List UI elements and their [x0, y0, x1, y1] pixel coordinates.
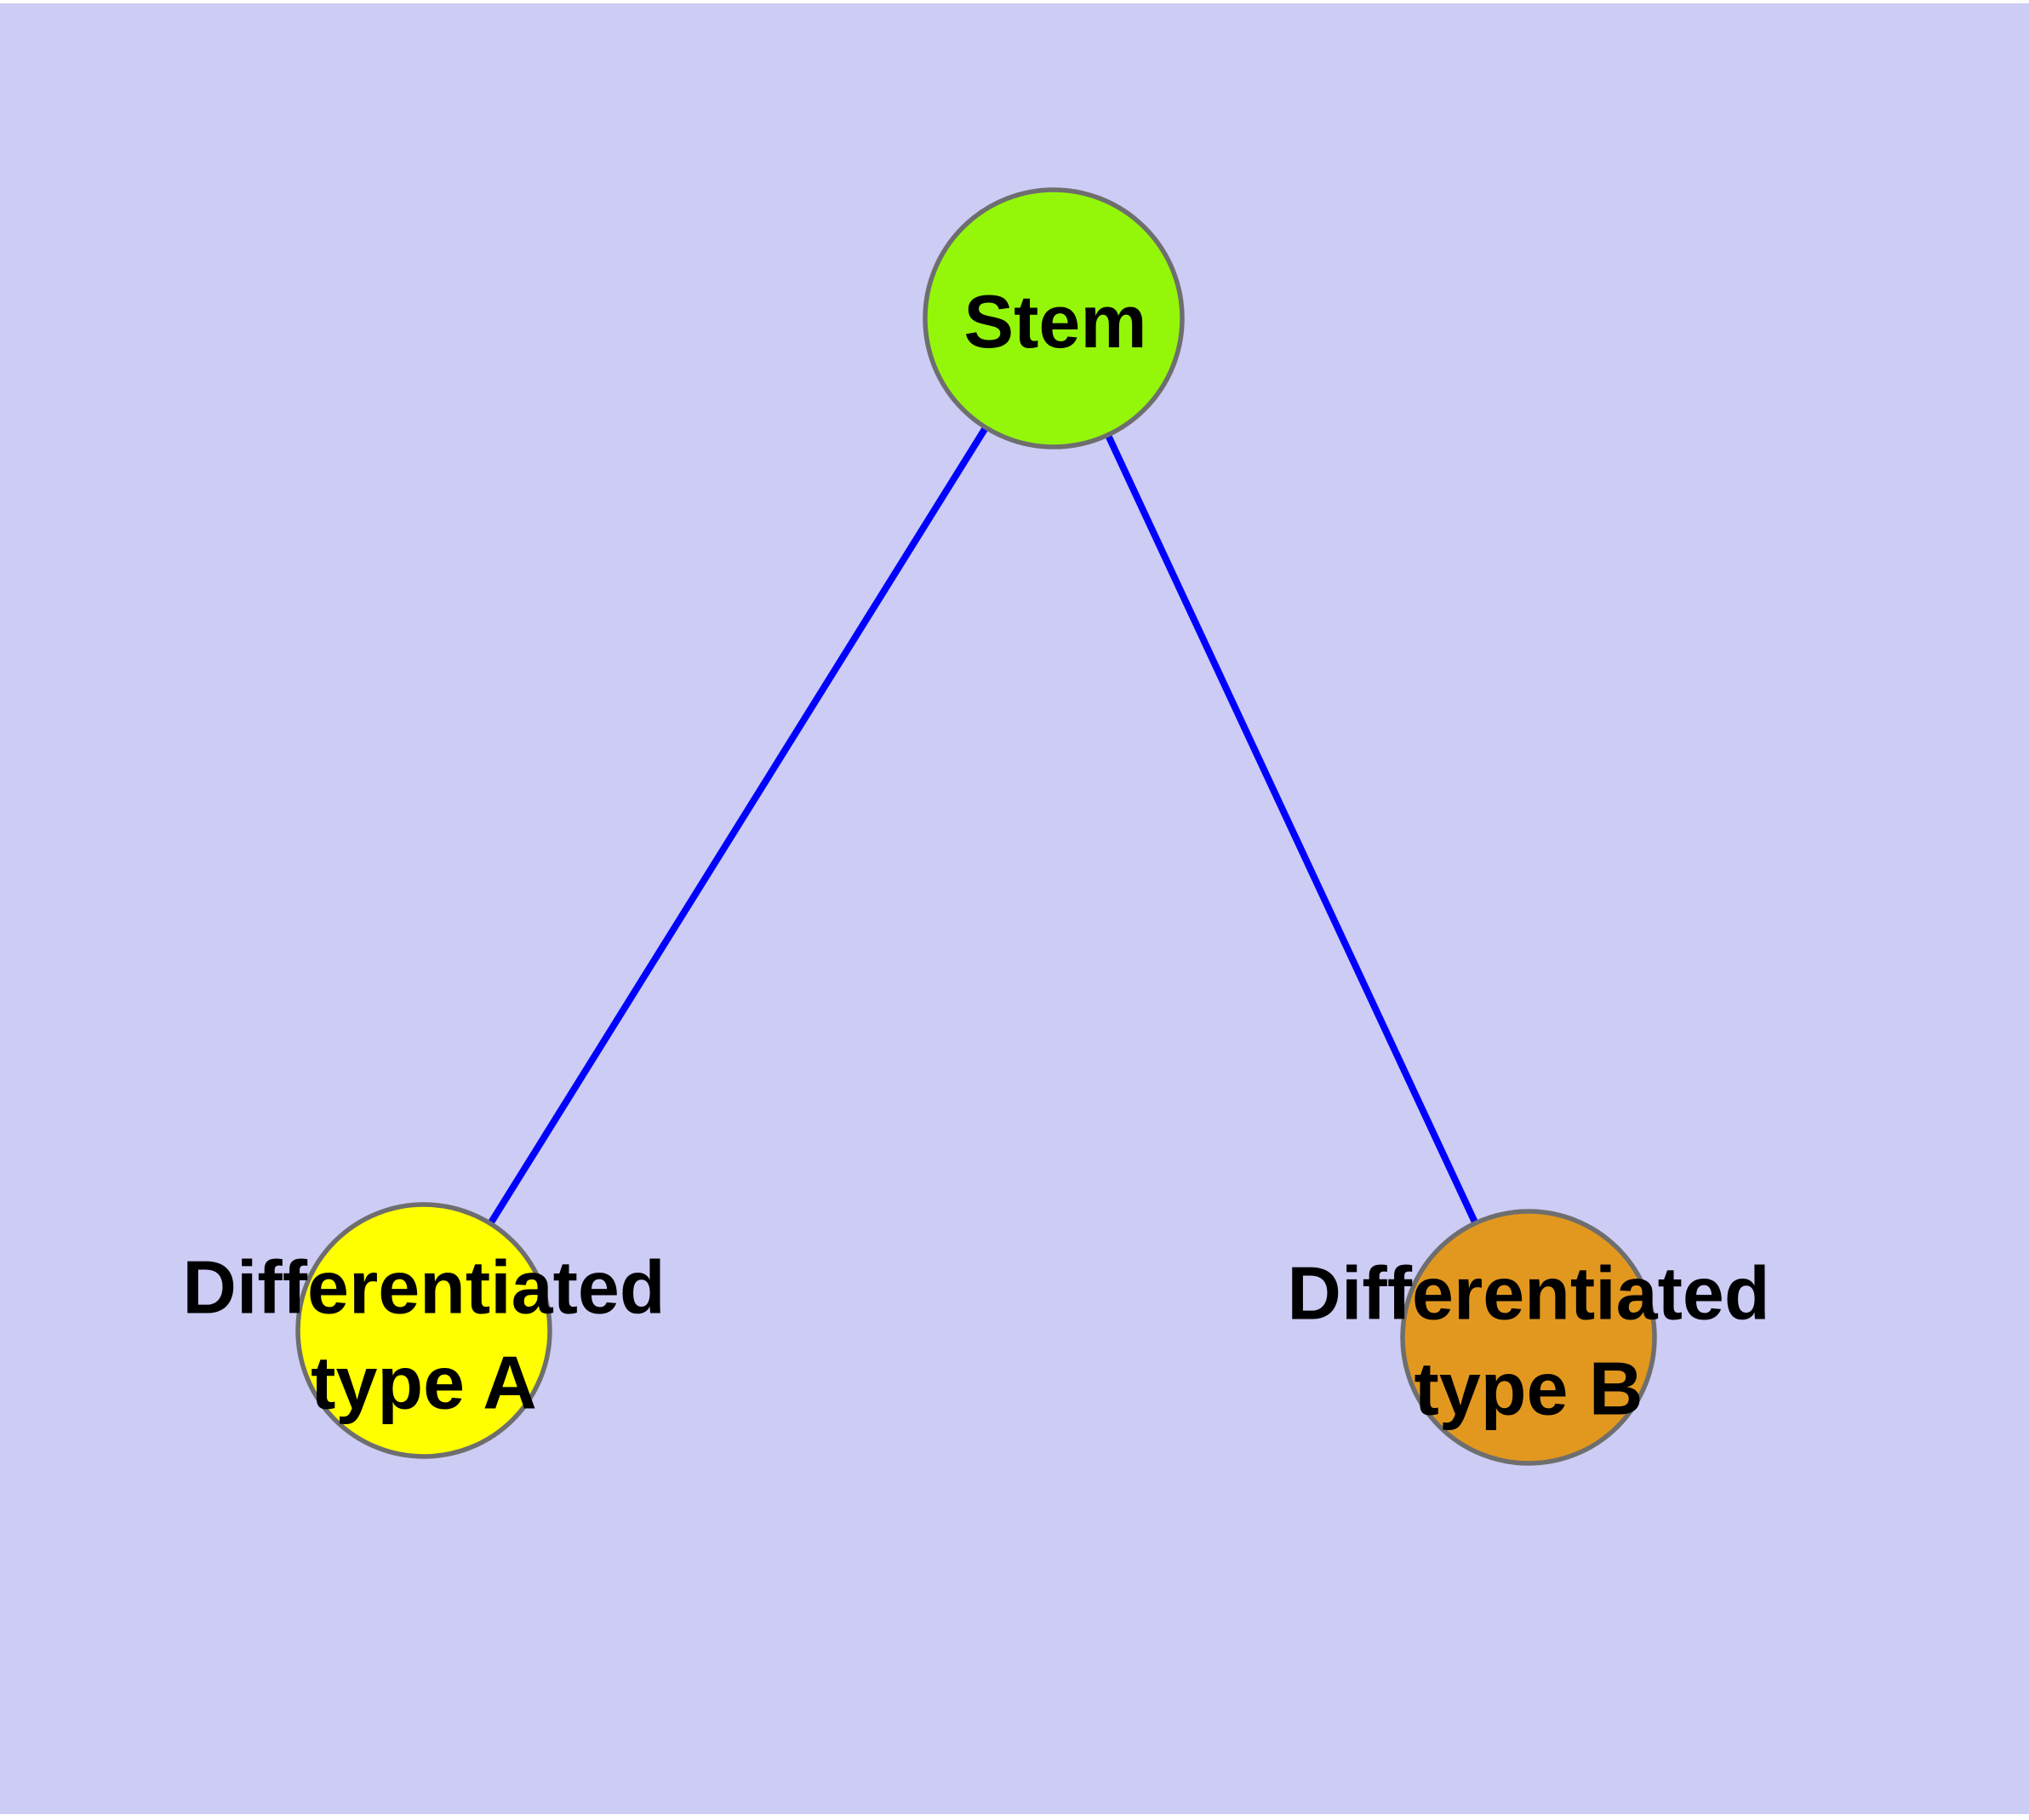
node-stem-label: Stem: [963, 279, 1147, 364]
edge-stem-to-type-b: [1050, 317, 1532, 1339]
node-type-a-circle: [295, 1202, 552, 1459]
node-type-b-circle: [1400, 1209, 1657, 1466]
node-stem-circle: [923, 187, 1185, 449]
node-type-b-label: Differentiated type B: [1287, 1251, 1770, 1430]
node-type-a-label: Differentiated type A: [182, 1245, 666, 1424]
edge-stem-to-type-a: [420, 316, 1057, 1333]
